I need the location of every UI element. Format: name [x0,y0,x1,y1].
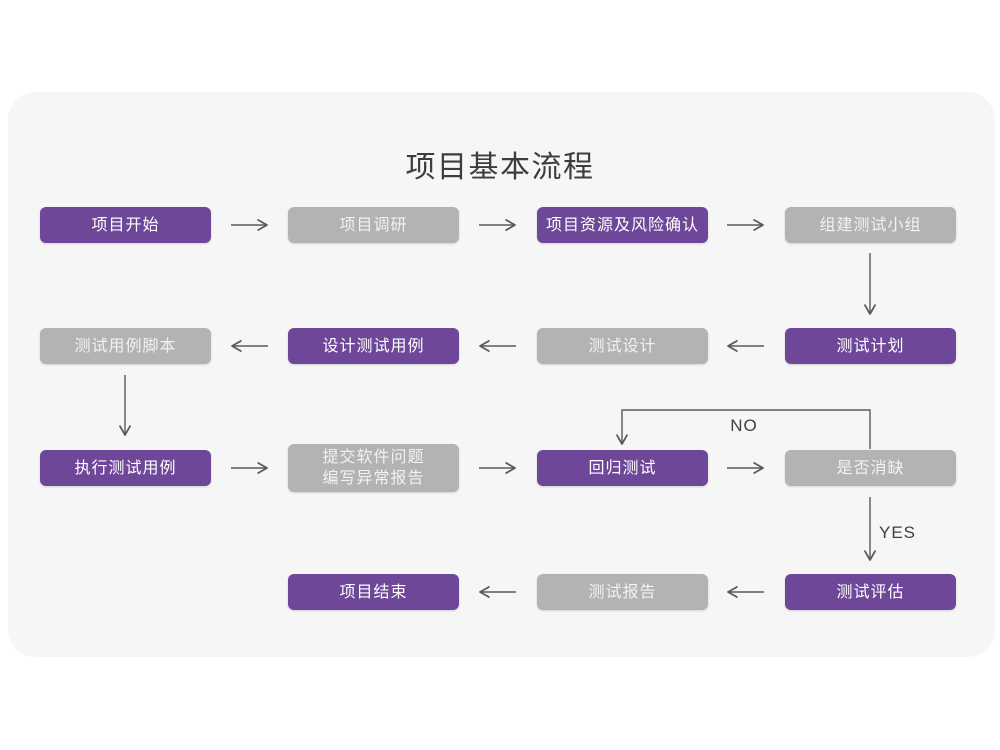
node-label: 测试报告 [588,583,657,601]
node-label: 测试设计 [588,337,657,355]
node-test-design: 测试设计 [537,328,708,364]
node-project-start: 项目开始 [40,207,211,243]
edge-label-no: NO [730,416,758,435]
node-project-end: 项目结束 [288,574,459,610]
node-defect-cleared-decision: 是否消缺 [785,450,956,486]
node-build-test-team: 组建测试小组 [785,207,956,243]
node-test-plan: 测试计划 [785,328,956,364]
node-label: 测试计划 [836,337,905,355]
node-label: 测试用例脚本 [74,337,177,355]
node-project-research: 项目调研 [288,207,459,243]
node-regression-test: 回归测试 [537,450,708,486]
node-design-test-cases: 设计测试用例 [288,328,459,364]
node-label: 项目资源及风险确认 [545,216,699,234]
node-label: 测试评估 [836,583,905,601]
node-label-line2: 编写异常报告 [322,470,425,487]
node-label: 项目调研 [339,216,408,234]
node-execute-test-cases: 执行测试用例 [40,450,211,486]
node-label: 组建测试小组 [819,216,922,234]
node-submit-issues-report: 提交软件问题 编写异常报告 [288,444,459,492]
node-label: 执行测试用例 [74,459,177,477]
node-resource-risk-confirm: 项目资源及风险确认 [537,207,708,243]
node-label: 设计测试用例 [322,337,425,355]
edge-label-yes: YES [879,523,917,542]
node-test-evaluation: 测试评估 [785,574,956,610]
node-label: 项目开始 [91,216,160,234]
node-label: 回归测试 [588,459,657,477]
node-test-report: 测试报告 [537,574,708,610]
diagram-panel [8,92,995,657]
arrow-defect-no-loop [616,409,871,449]
node-test-case-script: 测试用例脚本 [40,328,211,364]
diagram-title: 项目基本流程 [405,151,595,184]
node-label: 是否消缺 [836,459,905,477]
node-label-line1: 提交软件问题 [322,449,425,466]
node-label: 项目结束 [339,583,408,601]
